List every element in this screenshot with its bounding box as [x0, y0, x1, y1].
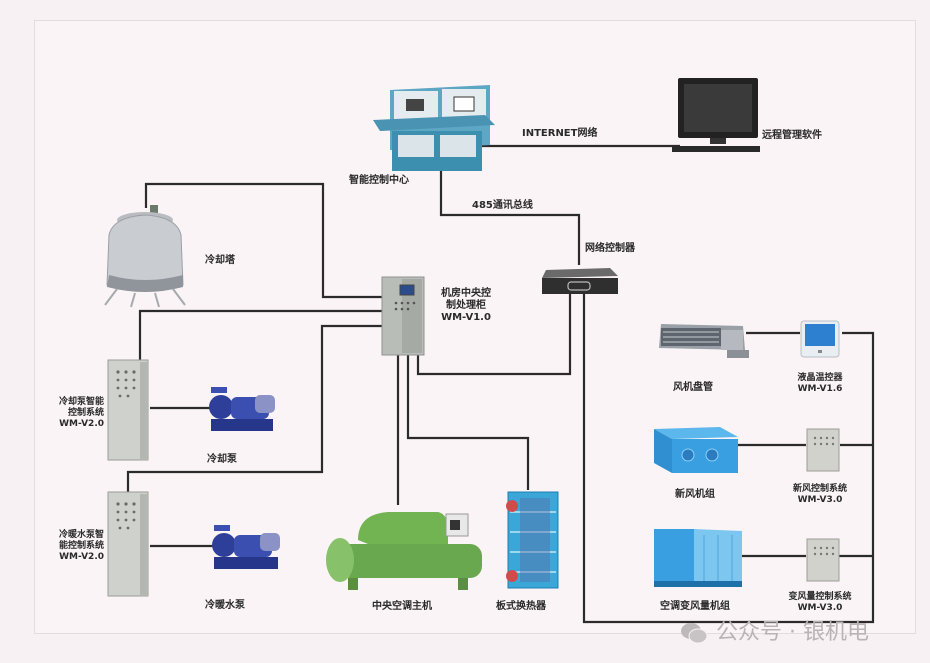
wire-cabinet-tower: [144, 182, 382, 299]
watermark-text: 公众号 · 银机电: [716, 620, 869, 645]
fan-coil-label: 风机盘管: [673, 382, 713, 393]
fresh-air-unit-icon: [654, 427, 738, 473]
lcd-thermostat-icon: [800, 320, 840, 358]
vav-cabinet-icon: [806, 538, 840, 582]
cooling-pump-ctrl-line3: WM-V2.0: [59, 419, 104, 429]
vav-unit-icon: [654, 529, 742, 587]
control-center-label: 智能控制中心: [349, 175, 409, 186]
heating-pump-label: 冷暖水泵: [205, 600, 245, 611]
heating-pump-icon: [212, 525, 280, 569]
cooling-pump-ctrl-line2: 控制系统: [67, 408, 104, 418]
cooling-pump-label: 冷却泵: [207, 454, 237, 465]
chiller-label: 中央空调主机: [372, 601, 432, 612]
chiller-icon: [326, 512, 482, 590]
control-console-icon: [373, 85, 495, 171]
central-cabinet-label: 机房中央控 制处理柜 WM-V1.0: [428, 288, 504, 324]
lcd-thermostat-line2: WM-V1.6: [797, 384, 843, 394]
network-controller-label: 网络控制器: [585, 243, 635, 254]
network-controller-icon: [542, 268, 618, 294]
bus-link-label: 485通讯总线: [472, 200, 533, 211]
heating-pump-cabinet-icon: [107, 491, 149, 597]
cooling-tower-label: 冷却塔: [205, 255, 235, 266]
vav-ctrl-line2: WM-V3.0: [797, 603, 843, 613]
central-cabinet-label-line3: WM-V1.0: [441, 312, 491, 323]
wire-netctrl-rightbus: [582, 290, 875, 624]
remote-pc-icon: [672, 78, 760, 152]
central-cabinet-label-line2: 制处理柜: [446, 300, 486, 311]
heating-pump-ctrl-line1: 冷暖水泵智: [58, 530, 104, 540]
cooling-pump-ctrl-line1: 冷却泵智能: [58, 397, 104, 407]
fresh-air-ctrl-label: 新风控制系统 WM-V3.0: [782, 484, 858, 506]
heating-pump-ctrl-line3: WM-V2.0: [59, 552, 104, 562]
wechat-icon: [681, 623, 708, 644]
lcd-thermostat-label: 液晶温控器 WM-V1.6: [782, 373, 858, 395]
fresh-air-unit-label: 新风机组: [675, 489, 715, 500]
vav-ctrl-line1: 变风量控制系统: [788, 592, 852, 602]
lcd-thermostat-line1: 液晶温控器: [797, 373, 843, 383]
wire-netctrl-cabinet: [416, 290, 572, 376]
wire-cabinet-exchanger: [406, 350, 530, 490]
cooling-pump-cabinet-icon: [107, 359, 149, 461]
fresh-air-cabinet-icon: [806, 428, 840, 472]
vav-ctrl-label: 变风量控制系统 WM-V3.0: [780, 592, 860, 614]
fan-coil-icon: [659, 324, 749, 358]
cooling-tower-icon: [104, 205, 186, 308]
remote-software-label: 远程管理软件: [762, 130, 822, 141]
watermark: 公众号 · 银机电: [680, 614, 869, 646]
plate-exchanger-icon: [506, 491, 559, 589]
fresh-air-ctrl-line1: 新风控制系统: [792, 484, 847, 494]
cooling-pump-ctrl-label: 冷却泵智能 控制系统 WM-V2.0: [44, 397, 104, 430]
wire-cabinet-heatpumpctrl: [126, 324, 382, 492]
plate-exchanger-label: 板式换热器: [496, 601, 546, 612]
wire-485-bus: [439, 165, 581, 265]
central-cabinet-label-line1: 机房中央控: [441, 288, 491, 299]
heating-pump-ctrl-line2: 能控制系统: [58, 541, 104, 551]
fresh-air-ctrl-line2: WM-V3.0: [797, 495, 843, 505]
wire-cabinet-coolpumpctrl: [138, 309, 382, 360]
central-cabinet-icon: [381, 276, 425, 356]
cooling-pump-icon: [209, 387, 275, 431]
vav-unit-label: 空调变风量机组: [660, 601, 730, 612]
internet-link-label: INTERNET网络: [522, 128, 598, 139]
heating-pump-ctrl-label: 冷暖水泵智 能控制系统 WM-V2.0: [40, 530, 104, 563]
